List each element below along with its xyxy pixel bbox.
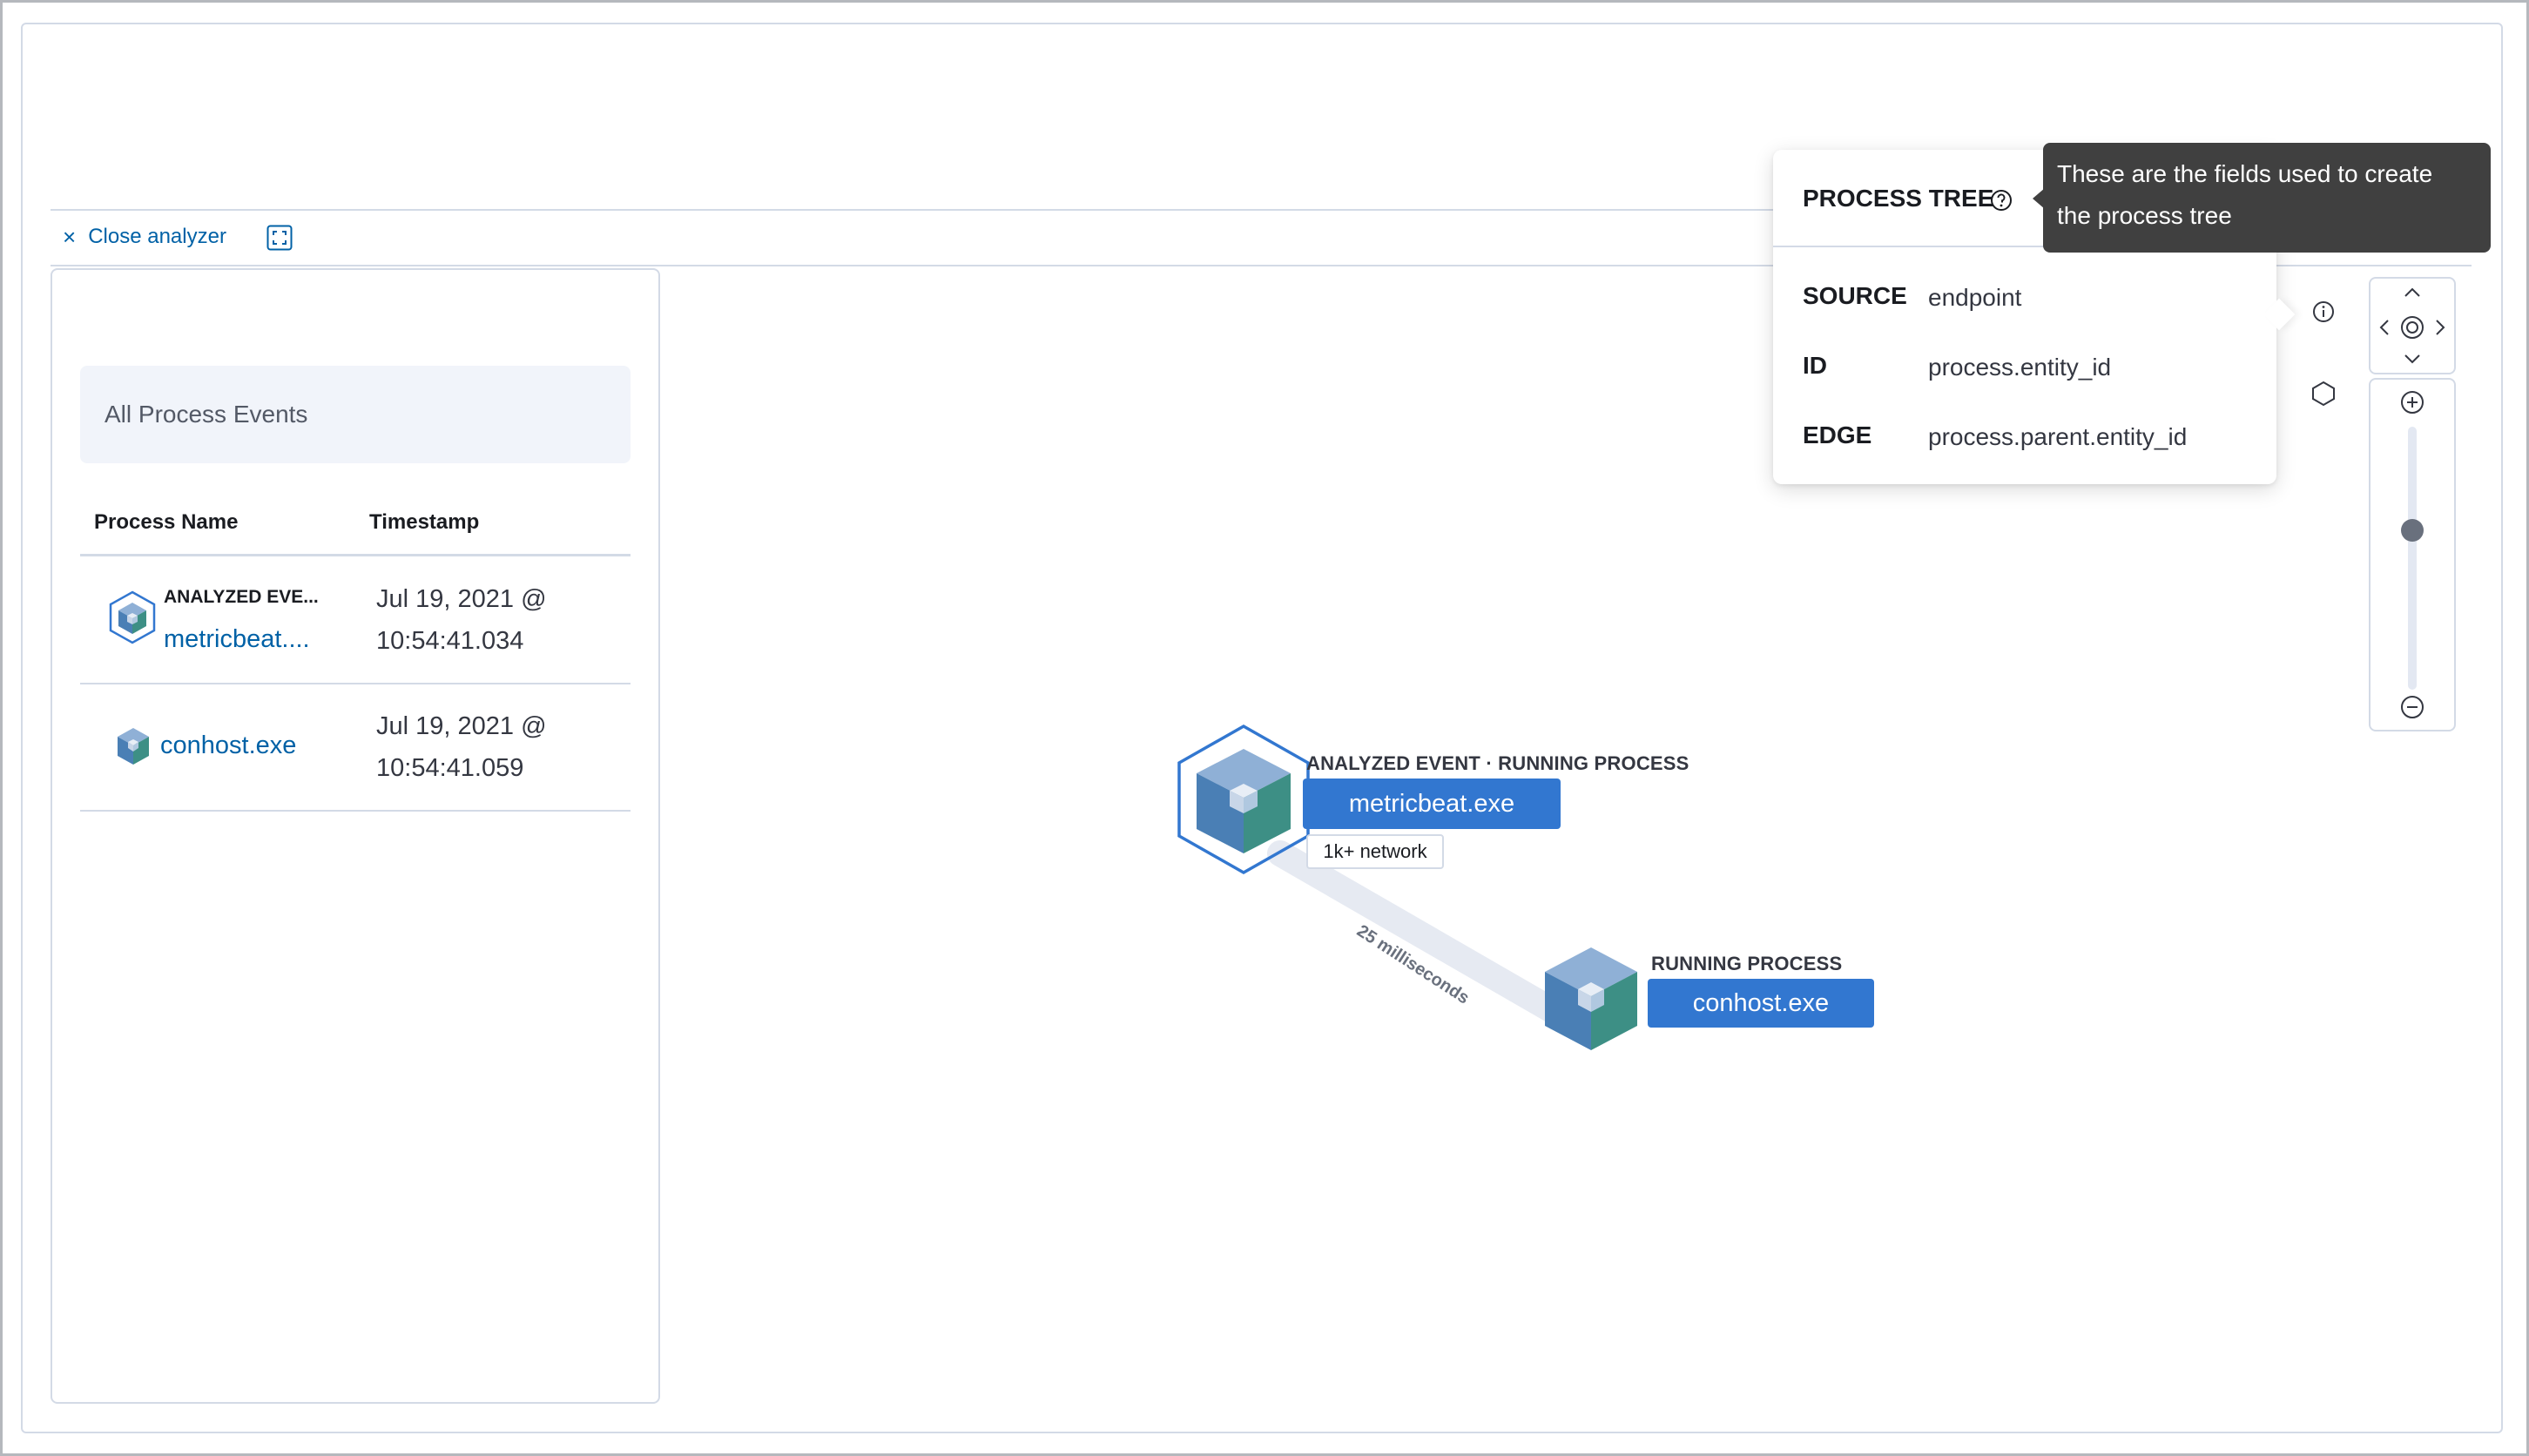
row-timestamp-line1: Jul 19, 2021 @ <box>376 585 547 613</box>
row-divider <box>80 810 631 812</box>
row-process-name-link[interactable]: metricbeat.... <box>164 625 310 653</box>
all-process-events-button[interactable]: All Process Events <box>80 366 631 463</box>
row-timestamp-line1: Jul 19, 2021 @ <box>376 712 547 740</box>
row-timestamp: Jul 19, 2021 @ 10:54:41.034 <box>376 578 603 662</box>
toolbar-bottom-divider <box>51 265 2472 266</box>
question-circle-icon[interactable] <box>1989 188 2013 212</box>
node-process-button[interactable]: conhost.exe <box>1648 979 1874 1028</box>
process-cube-icon <box>118 728 149 765</box>
column-header-timestamp[interactable]: Timestamp <box>369 510 480 534</box>
close-analyzer-label: Close analyzer <box>88 225 226 248</box>
tooltip-arrow <box>2033 188 2045 209</box>
field-key-source: SOURCE <box>1803 282 1907 309</box>
zoom-in-icon[interactable] <box>2398 388 2426 416</box>
toolbar-top-divider <box>51 209 2472 211</box>
row-timestamp-line2: 10:54:41.059 <box>376 754 524 782</box>
field-value-source: endpoint <box>1928 284 2022 311</box>
popover-title: PROCESS TREE <box>1803 185 1994 212</box>
analyzed-process-cube-icon[interactable] <box>1174 723 1313 876</box>
field-key-id: ID <box>1803 352 1827 379</box>
analyzer-container <box>21 23 2503 1433</box>
arrow-down-icon[interactable] <box>2400 350 2424 367</box>
row-timestamp-line2: 10:54:41.034 <box>376 627 524 655</box>
field-value-edge: process.parent.entity_id <box>1928 423 2188 450</box>
close-analyzer-button[interactable]: × Close analyzer <box>63 221 226 253</box>
hexagon-icon[interactable] <box>2310 380 2337 408</box>
arrow-up-icon[interactable] <box>2400 284 2424 301</box>
info-icon[interactable] <box>2311 300 2336 324</box>
zoom-out-icon[interactable] <box>2398 693 2426 721</box>
row-process-name-link[interactable]: conhost.exe <box>160 731 297 759</box>
fullscreen-icon[interactable] <box>266 225 293 251</box>
row-state-label: ANALYZED EVE... <box>164 587 319 607</box>
zoom-slider-track[interactable] <box>2408 427 2417 690</box>
field-key-edge: EDGE <box>1803 421 1872 448</box>
all-process-events-label: All Process Events <box>105 401 308 428</box>
tooltip-line2: the process tree <box>2057 202 2232 229</box>
center-target-icon[interactable] <box>2398 313 2426 341</box>
popover-divider <box>1773 246 2276 247</box>
cross-icon: × <box>63 224 77 250</box>
row-divider <box>80 683 631 684</box>
related-events-pill[interactable]: 1k+ network <box>1306 834 1444 869</box>
node-state-label: ANALYZED EVENT · RUNNING PROCESS <box>1306 752 1689 774</box>
table-header-divider <box>80 554 631 556</box>
column-header-process-name[interactable]: Process Name <box>94 510 239 534</box>
tooltip-line1: These are the fields used to create <box>2057 160 2433 187</box>
process-cube-icon[interactable] <box>1541 944 1641 1054</box>
help-tooltip: These are the fields used to create the … <box>2043 143 2491 253</box>
node-state-label: RUNNING PROCESS <box>1651 953 1843 974</box>
arrow-right-icon[interactable] <box>2431 315 2449 340</box>
analyzed-process-cube-icon <box>109 590 156 644</box>
zoom-slider-thumb[interactable] <box>2401 519 2424 542</box>
field-value-id: process.entity_id <box>1928 354 2112 381</box>
node-process-button[interactable]: metricbeat.exe <box>1303 779 1561 829</box>
row-timestamp: Jul 19, 2021 @ 10:54:41.059 <box>376 705 603 789</box>
arrow-left-icon[interactable] <box>2376 315 2393 340</box>
